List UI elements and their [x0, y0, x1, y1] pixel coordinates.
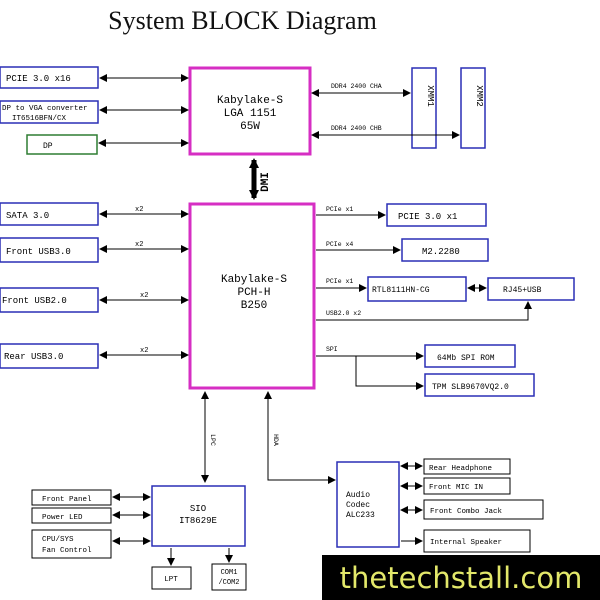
dp-vga-box	[0, 100, 99, 124]
front-usb2-box	[0, 287, 99, 313]
sio-box	[151, 485, 246, 547]
spi-rom-box	[424, 344, 516, 368]
m2-box-label: M2.2280	[422, 247, 460, 257]
front-usb3-width: x2	[135, 241, 143, 249]
hda-label: HDA	[272, 434, 279, 446]
cpu-name: Kabylake-S	[217, 95, 283, 107]
pch-model: B250	[241, 300, 267, 312]
dp-label: DP	[43, 142, 53, 151]
rear-headphone-box	[423, 458, 511, 475]
xmm2-box	[460, 67, 486, 149]
front-panel-label: Front Panel	[42, 496, 92, 504]
spi-bus-label: SPI	[326, 346, 338, 353]
speaker-label: Internal Speaker	[430, 539, 502, 547]
watermark-banner: thetechstall.com	[322, 555, 600, 600]
audio-codec-box	[336, 461, 400, 548]
rear-usb3-width: x2	[140, 347, 148, 355]
speaker-box	[423, 529, 531, 553]
pcie-x16-box	[0, 66, 99, 89]
xmm2-label: XMM2	[474, 85, 484, 107]
rear-usb3-label: Rear USB3.0	[4, 352, 63, 362]
front-usb2-width: x2	[140, 292, 148, 300]
ddr4-chb-label: DDR4 2400 CHB	[331, 125, 382, 132]
rj45-box-label: RJ45+USB	[503, 286, 542, 295]
cpu-box	[188, 66, 312, 156]
com-label-1: COM1	[221, 569, 238, 577]
pcie-x1-lan-bus-label: PCIe x1	[326, 278, 353, 285]
cpu-socket: LGA 1151	[224, 108, 277, 120]
diagram-title: System BLOCK Diagram	[108, 6, 377, 35]
front-combo-label: Front Combo Jack	[430, 508, 503, 516]
ddr4-cha-label: DDR4 2400 CHA	[331, 83, 382, 90]
usb2-link	[316, 301, 532, 321]
pcie-x1-bus-label: PCIe x1	[326, 206, 353, 213]
front-mic-label: Front MIC IN	[429, 484, 483, 492]
pch-name: Kabylake-S	[221, 274, 287, 286]
pch-box	[188, 202, 316, 390]
sata-box	[0, 202, 99, 226]
lan-box	[367, 276, 467, 302]
spi-rom-label: 64Mb SPI ROM	[437, 354, 495, 363]
sio-name: SIO	[190, 504, 206, 514]
lan-box-label: RTL8111HN-CG	[372, 286, 430, 295]
fan-control-label-1: CPU/SYS	[42, 536, 74, 544]
lpt-box	[151, 566, 192, 590]
rj45-box	[487, 277, 575, 301]
dp-vga-label-1: DP to VGA converter	[2, 105, 88, 113]
pcie-x1-box-label: PCIE 3.0 x1	[398, 212, 457, 222]
cpu-tdp: 65W	[240, 121, 260, 133]
lpt-label: LPT	[164, 576, 178, 584]
xmm1-box	[411, 67, 437, 149]
lpc-label: LPC	[209, 434, 216, 446]
front-usb2-label: Front USB2.0	[2, 296, 67, 306]
tpm-box	[424, 373, 535, 397]
front-usb3-box	[0, 237, 99, 263]
hda-link	[264, 391, 336, 484]
dp-vga-label-2: IT6516BFN/CX	[12, 115, 67, 123]
power-led-label: Power LED	[42, 514, 83, 522]
pcie-x1-box	[386, 203, 487, 227]
pcie-x4-bus-label: PCIe x4	[326, 241, 353, 248]
fan-control-box	[31, 529, 112, 559]
sata-width: x2	[135, 206, 143, 214]
rear-usb3-box	[0, 343, 99, 369]
sio-model: IT8629E	[179, 516, 217, 526]
sata-label: SATA 3.0	[6, 211, 49, 221]
pcie-x16-label: PCIE 3.0 x16	[6, 74, 71, 84]
front-usb3-label: Front USB3.0	[6, 247, 71, 257]
usb2-bus-label: USB2.0 x2	[326, 310, 361, 317]
front-mic-box	[423, 477, 511, 495]
m2-box	[401, 238, 489, 262]
audio-codec-label-2: Codec	[346, 501, 370, 510]
com-box	[211, 563, 247, 591]
rear-headphone-label: Rear Headphone	[429, 465, 492, 473]
power-led-box	[31, 507, 112, 524]
dp-box	[26, 134, 98, 155]
dmi-label: DMI	[260, 172, 272, 192]
tpm-link	[355, 356, 424, 390]
audio-codec-label-1: Audio	[346, 491, 370, 500]
pch-type: PCH-H	[237, 287, 270, 299]
tpm-label: TPM SLB9670VQ2.0	[432, 383, 509, 392]
watermark-text: thetechstall.com	[339, 560, 583, 595]
fan-control-label-2: Fan Control	[42, 547, 92, 555]
com-label-2: /COM2	[218, 579, 239, 587]
xmm1-label: XMM1	[425, 85, 435, 107]
front-panel-box	[31, 489, 112, 506]
audio-codec-label-3: ALC233	[346, 511, 375, 520]
front-combo-box	[423, 499, 544, 520]
